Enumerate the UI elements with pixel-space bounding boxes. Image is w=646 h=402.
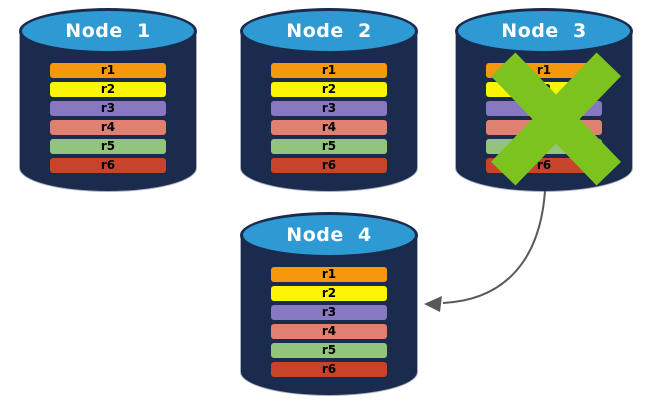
- replica-row: r4: [486, 120, 602, 135]
- cylinder-top: Node 1: [19, 8, 197, 54]
- replica-row: r3: [271, 305, 387, 320]
- replica-row: r2: [50, 82, 166, 97]
- replica-row: r2: [271, 286, 387, 301]
- node-title: Node 4: [286, 224, 372, 246]
- replica-row: r5: [271, 343, 387, 358]
- replica-row: r4: [50, 120, 166, 135]
- replica-list: r1 r2 r3 r4 r5 r6: [271, 267, 387, 377]
- replica-row: r1: [271, 63, 387, 78]
- replica-row: r4: [271, 120, 387, 135]
- node-cylinder-4: Node 4 r1 r2 r3 r4 r5 r6: [240, 212, 418, 396]
- replica-row: r4: [271, 324, 387, 339]
- node-cylinder-2: Node 2 r1 r2 r3 r4 r5 r6: [240, 8, 418, 192]
- replica-list: r1 r2 r3 r4 r5 r6: [271, 63, 387, 173]
- replica-row: r3: [271, 101, 387, 116]
- replica-row: r6: [271, 158, 387, 173]
- replica-row: r3: [486, 101, 602, 116]
- replica-list: r1 r2 r3 r4 r5 r6: [486, 63, 602, 173]
- cylinder-top: Node 3: [455, 8, 633, 54]
- replica-list: r1 r2 r3 r4 r5 r6: [50, 63, 166, 173]
- replica-row: r5: [271, 139, 387, 154]
- node-title: Node 1: [65, 20, 151, 42]
- cylinder-top: Node 2: [240, 8, 418, 54]
- node-title: Node 3: [501, 20, 587, 42]
- node-cylinder-3: Node 3 r1 r2 r3 r4 r5 r6: [455, 8, 633, 192]
- replica-row: r5: [486, 139, 602, 154]
- replica-row: r6: [486, 158, 602, 173]
- replica-row: r2: [271, 82, 387, 97]
- replica-row: r1: [50, 63, 166, 78]
- cylinder-top: Node 4: [240, 212, 418, 258]
- replica-row: r2: [486, 82, 602, 97]
- replica-row: r6: [50, 158, 166, 173]
- node-cylinder-1: Node 1 r1 r2 r3 r4 r5 r6: [19, 8, 197, 192]
- replica-row: r1: [271, 267, 387, 282]
- replica-row: r6: [271, 362, 387, 377]
- replica-row: r1: [486, 63, 602, 78]
- replica-row: r3: [50, 101, 166, 116]
- node-title: Node 2: [286, 20, 372, 42]
- replica-row: r5: [50, 139, 166, 154]
